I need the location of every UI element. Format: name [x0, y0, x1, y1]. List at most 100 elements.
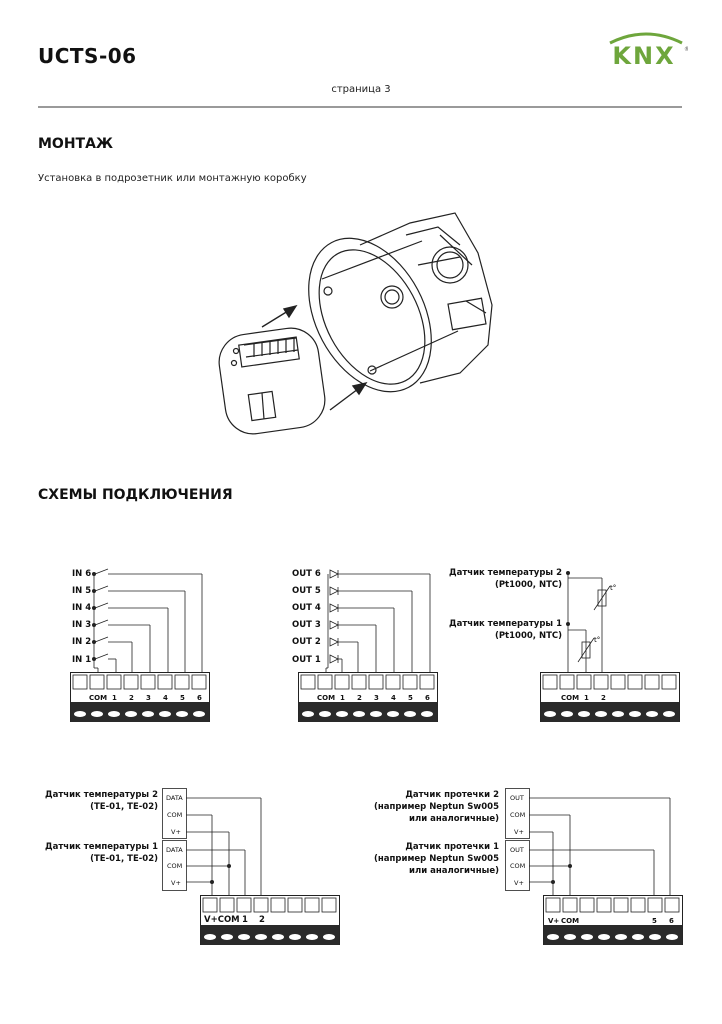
input-label: IN 5	[72, 586, 92, 596]
pin-label: DATA	[166, 846, 183, 854]
box-screw-bottom	[367, 365, 377, 375]
terminal-block	[298, 672, 438, 722]
mounting-arrow-top	[261, 304, 298, 328]
terminal-label: 4	[391, 694, 396, 702]
terminal-label: COM	[561, 917, 580, 925]
knx-logo-mark: ®	[684, 46, 688, 53]
terminal-label: 2	[601, 694, 606, 702]
terminal-block	[200, 895, 340, 945]
sensor-1-pin-box	[162, 840, 187, 891]
box-body	[359, 212, 493, 384]
module-terminal-strip	[238, 336, 300, 368]
led-symbol	[329, 586, 413, 675]
terminal-label: COM	[89, 694, 108, 702]
thermistor-2	[597, 589, 607, 607]
leak-sensor-1-pin-box	[505, 840, 530, 891]
box-knockout	[431, 246, 469, 284]
terminal-label: COM	[317, 694, 336, 702]
pin-label: V+	[514, 879, 524, 887]
box-front-rim	[308, 237, 432, 393]
knx-logo: KNX ®	[609, 32, 688, 69]
terminal-label: 2	[259, 915, 265, 925]
terminal-label: 5	[408, 694, 413, 702]
terminal-label: COM	[561, 694, 580, 702]
mounting-arrow-bottom	[329, 381, 368, 411]
mounting-description: Установка в подрозетник или монтажную ко…	[38, 173, 307, 184]
sensor-1-label: Датчик температуры 1(Pt1000, NTC)	[449, 619, 562, 641]
pin-label: COM	[167, 862, 183, 870]
knx-logo-arc	[609, 32, 683, 45]
thermistor-1	[581, 641, 591, 659]
terminal-label: 2	[357, 694, 362, 702]
input-label: IN 6	[72, 569, 92, 579]
box-screw-top	[323, 286, 333, 296]
pin-label: V+	[171, 828, 181, 836]
mounting-illustration	[218, 212, 493, 435]
output-label: OUT 2	[292, 637, 321, 647]
terminal-label: 1	[242, 915, 248, 925]
input-label: IN 3	[72, 620, 92, 630]
outputs-wiring	[325, 569, 431, 675]
leak-sensor-2-pin-box	[505, 788, 530, 839]
output-label: OUT 4	[292, 603, 321, 613]
knx-logo-text: KNX	[612, 42, 675, 69]
pin-label: COM	[167, 811, 183, 819]
box-inner-rim	[318, 249, 426, 385]
terminal-block	[543, 895, 683, 945]
thermistor-symbol: t°	[594, 636, 600, 644]
led-symbol	[329, 620, 377, 675]
pin-label: COM	[510, 862, 526, 870]
input-label: IN 1	[72, 655, 92, 665]
output-label: OUT 5	[292, 586, 321, 596]
terminal-label: 5	[652, 917, 657, 925]
sensor-2-pin-box	[162, 788, 187, 839]
terminal-label: 3	[146, 694, 151, 702]
terminal-label: 4	[163, 694, 168, 702]
terminal-label: 2	[129, 694, 134, 702]
terminal-label: 5	[180, 694, 185, 702]
terminal-label: 6	[197, 694, 202, 702]
terminal-block	[70, 672, 210, 722]
led-symbol	[329, 637, 359, 675]
digital-temperature-wiring	[162, 788, 262, 898]
terminal-label: 1	[340, 694, 345, 702]
led-symbol	[329, 569, 431, 675]
terminal-label: 3	[374, 694, 379, 702]
module-body	[218, 327, 326, 435]
analog-temperature-wiring: t° t°	[566, 571, 616, 674]
leak-sensor-wiring	[505, 788, 671, 898]
input-switch	[92, 585, 186, 675]
pin-label: OUT	[510, 846, 524, 854]
sensor-1-label: Датчик температуры 1(TE-01, TE-02)	[45, 842, 158, 864]
document-title: UCTS-06	[38, 44, 137, 68]
wiring-heading: СХЕМЫ ПОДКЛЮЧЕНИЯ	[38, 487, 233, 503]
thermistor-symbol: t°	[610, 584, 616, 592]
terminal-label: V+COM	[204, 915, 240, 925]
header-divider	[38, 106, 682, 108]
output-label: OUT 6	[292, 569, 321, 579]
mounting-heading: МОНТАЖ	[38, 136, 114, 152]
sensor-2-label: Датчик температуры 2(Pt1000, NTC)	[449, 568, 562, 590]
terminal-label: V+	[548, 917, 560, 925]
pin-label: V+	[171, 879, 181, 887]
pin-label: OUT	[510, 794, 524, 802]
pin-label: DATA	[166, 794, 183, 802]
inputs-wiring	[92, 568, 203, 675]
page-number: страница 3	[331, 84, 391, 95]
terminal-label: 6	[669, 917, 674, 925]
led-symbol	[329, 603, 395, 675]
pin-label: COM	[510, 811, 526, 819]
terminal-label: 1	[112, 694, 117, 702]
input-switch	[92, 619, 151, 675]
input-label: IN 4	[72, 603, 92, 613]
input-label: IN 2	[72, 637, 92, 647]
terminal-block	[540, 672, 680, 722]
sensor-2-label: Датчик температуры 2(TE-01, TE-02)	[45, 790, 158, 812]
pin-label: V+	[514, 828, 524, 836]
terminal-label: 1	[584, 694, 589, 702]
terminal-label: 6	[425, 694, 430, 702]
output-label: OUT 3	[292, 620, 321, 630]
output-label: OUT 1	[292, 655, 321, 665]
